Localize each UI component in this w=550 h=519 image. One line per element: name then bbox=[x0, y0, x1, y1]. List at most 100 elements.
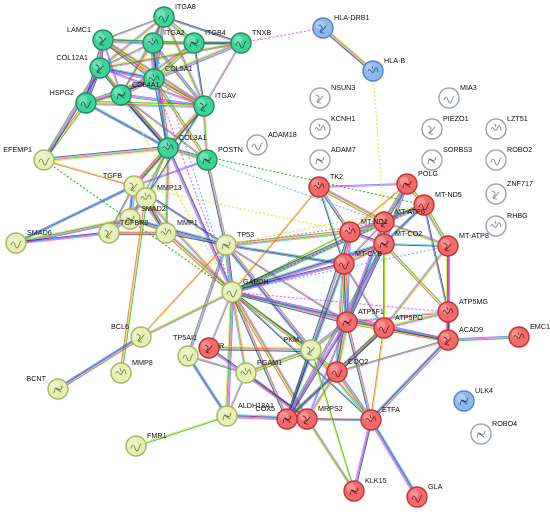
node-fmr1[interactable]: FMR1 bbox=[125, 431, 167, 457]
node-rhbg[interactable]: RHBG bbox=[485, 211, 528, 237]
node-mt-cyb[interactable]: MT-CYB bbox=[333, 249, 382, 275]
node-itgb4[interactable]: ITGB4 bbox=[183, 28, 226, 54]
node-acad9[interactable]: ACAD9 bbox=[437, 325, 483, 351]
node-col4a1[interactable]: COL4A1 bbox=[110, 80, 160, 106]
node-pgam1[interactable]: PGAM1 bbox=[235, 358, 282, 384]
node-circle[interactable] bbox=[153, 6, 175, 28]
node-robo4[interactable]: ROBO4 bbox=[470, 419, 517, 445]
node-tp53[interactable]: TP53 bbox=[215, 230, 254, 256]
node-circle[interactable] bbox=[312, 17, 334, 39]
node-tgfbr2[interactable]: TGFBR2 bbox=[98, 218, 148, 244]
node-circle[interactable] bbox=[438, 87, 460, 109]
node-itga8[interactable]: ITGA8 bbox=[153, 2, 196, 28]
node-smad6[interactable]: SMAD6 bbox=[5, 228, 52, 254]
node-circle[interactable] bbox=[92, 29, 114, 51]
node-mt-nd1[interactable]: MT-ND1 bbox=[339, 217, 388, 243]
node-gapdh[interactable]: GAPDH bbox=[221, 277, 269, 303]
node-emc1[interactable]: EMC1 bbox=[508, 322, 550, 348]
node-klk15[interactable]: KLK15 bbox=[343, 476, 387, 502]
node-col3a1[interactable]: COL3A1 bbox=[157, 133, 207, 159]
node-circle[interactable] bbox=[230, 32, 252, 54]
node-circle[interactable] bbox=[508, 326, 530, 348]
node-lzt51[interactable]: LZT51 bbox=[485, 114, 528, 140]
node-mia3[interactable]: MIA3 bbox=[438, 83, 477, 109]
node-circle[interactable] bbox=[130, 326, 152, 348]
node-circle[interactable] bbox=[125, 435, 147, 457]
node-bcl6[interactable]: BCL6 bbox=[111, 322, 152, 348]
node-lamc1[interactable]: LAMC1 bbox=[67, 25, 114, 51]
node-robo2[interactable]: ROBO2 bbox=[485, 145, 532, 171]
node-col5a1[interactable]: COL5A1 bbox=[143, 64, 193, 90]
node-ulk4[interactable]: ULK4 bbox=[453, 386, 493, 412]
node-circle[interactable] bbox=[326, 361, 348, 383]
node-circle[interactable] bbox=[485, 118, 507, 140]
node-aldh18a1[interactable]: ALDH18A1 bbox=[216, 401, 274, 427]
node-circle[interactable] bbox=[309, 87, 331, 109]
node-circle[interactable] bbox=[413, 194, 435, 216]
node-circle[interactable] bbox=[308, 176, 330, 198]
node-circle[interactable] bbox=[437, 301, 459, 323]
node-mmp8[interactable]: MMP8 bbox=[110, 358, 153, 384]
node-hla-drb1[interactable]: HLA-DRB1 bbox=[312, 13, 370, 39]
node-adam7[interactable]: ADAM7 bbox=[309, 145, 356, 171]
node-circle[interactable] bbox=[421, 118, 443, 140]
node-etfa[interactable]: ETFA bbox=[360, 405, 400, 431]
node-circle[interactable] bbox=[296, 408, 318, 430]
node-mt-atp8[interactable]: MT-ATP8 bbox=[437, 231, 489, 257]
node-circle[interactable] bbox=[98, 222, 120, 244]
node-circle[interactable] bbox=[143, 68, 165, 90]
node-bcnt[interactable]: BCNT bbox=[26, 374, 69, 400]
node-tk2[interactable]: TK2 bbox=[308, 172, 343, 198]
node-circle[interactable] bbox=[177, 345, 199, 367]
node-pkm[interactable]: PKM bbox=[283, 335, 322, 361]
node-circle[interactable] bbox=[437, 235, 459, 257]
node-circle[interactable] bbox=[157, 137, 179, 159]
node-atp5f1[interactable]: ATP5F1 bbox=[336, 307, 384, 333]
node-polg[interactable]: POLG bbox=[396, 169, 438, 195]
node-circle[interactable] bbox=[142, 32, 164, 54]
node-circle[interactable] bbox=[339, 221, 361, 243]
node-circle[interactable] bbox=[437, 329, 459, 351]
node-itga2[interactable]: ITGA2 bbox=[142, 28, 185, 54]
node-circle[interactable] bbox=[373, 211, 395, 233]
node-circle[interactable] bbox=[110, 362, 132, 384]
node-mmp1[interactable]: MMP1 bbox=[155, 218, 198, 244]
node-circle[interactable] bbox=[221, 281, 243, 303]
node-mt-atp6[interactable]: MT-ATP6 bbox=[373, 207, 425, 233]
node-smad2[interactable]: SMAD2 bbox=[119, 204, 166, 230]
node-circle[interactable] bbox=[309, 118, 331, 140]
node-tnxb[interactable]: TNXB bbox=[230, 28, 271, 54]
node-atp5po[interactable]: ATP5PO bbox=[373, 313, 423, 339]
node-circle[interactable] bbox=[485, 183, 507, 205]
node-circle[interactable] bbox=[485, 215, 507, 237]
node-circle[interactable] bbox=[333, 253, 355, 275]
node-circle[interactable] bbox=[300, 339, 322, 361]
node-circle[interactable] bbox=[198, 337, 220, 359]
node-itgav[interactable]: ITGAV bbox=[193, 91, 236, 117]
node-circle[interactable] bbox=[362, 60, 384, 82]
node-col12a1[interactable]: COL12A1 bbox=[56, 53, 111, 79]
node-sorbs3[interactable]: SORBS3 bbox=[421, 145, 472, 171]
node-circle[interactable] bbox=[89, 57, 111, 79]
node-mmp13[interactable]: MMP13 bbox=[135, 183, 182, 209]
node-circle[interactable] bbox=[235, 362, 257, 384]
node-circle[interactable] bbox=[246, 134, 268, 156]
node-circle[interactable] bbox=[360, 409, 382, 431]
node-kcnh1[interactable]: KCNH1 bbox=[309, 114, 355, 140]
node-adam18[interactable]: ADAM18 bbox=[246, 130, 297, 156]
node-circle[interactable] bbox=[5, 232, 27, 254]
node-tp5ai1[interactable]: TP5AI1 bbox=[173, 333, 220, 359]
node-circle[interactable] bbox=[406, 486, 428, 508]
node-znf717[interactable]: ZNF717 bbox=[485, 179, 533, 205]
node-tgfb[interactable]: TGFB bbox=[103, 171, 145, 197]
node-piezo1[interactable]: PIEZO1 bbox=[421, 114, 469, 140]
node-circle[interactable] bbox=[155, 222, 177, 244]
node-circle[interactable] bbox=[135, 187, 157, 209]
node-circle[interactable] bbox=[193, 95, 215, 117]
node-nsun3[interactable]: NSUN3 bbox=[309, 83, 355, 109]
node-circle[interactable] bbox=[373, 317, 395, 339]
node-atp5mg[interactable]: ATP5MG bbox=[437, 297, 488, 323]
node-efemp1[interactable]: EFEMP1 bbox=[3, 145, 55, 171]
node-postn[interactable]: POSTN bbox=[196, 145, 243, 171]
node-mt-co2[interactable]: MT-CO2 bbox=[373, 229, 422, 255]
